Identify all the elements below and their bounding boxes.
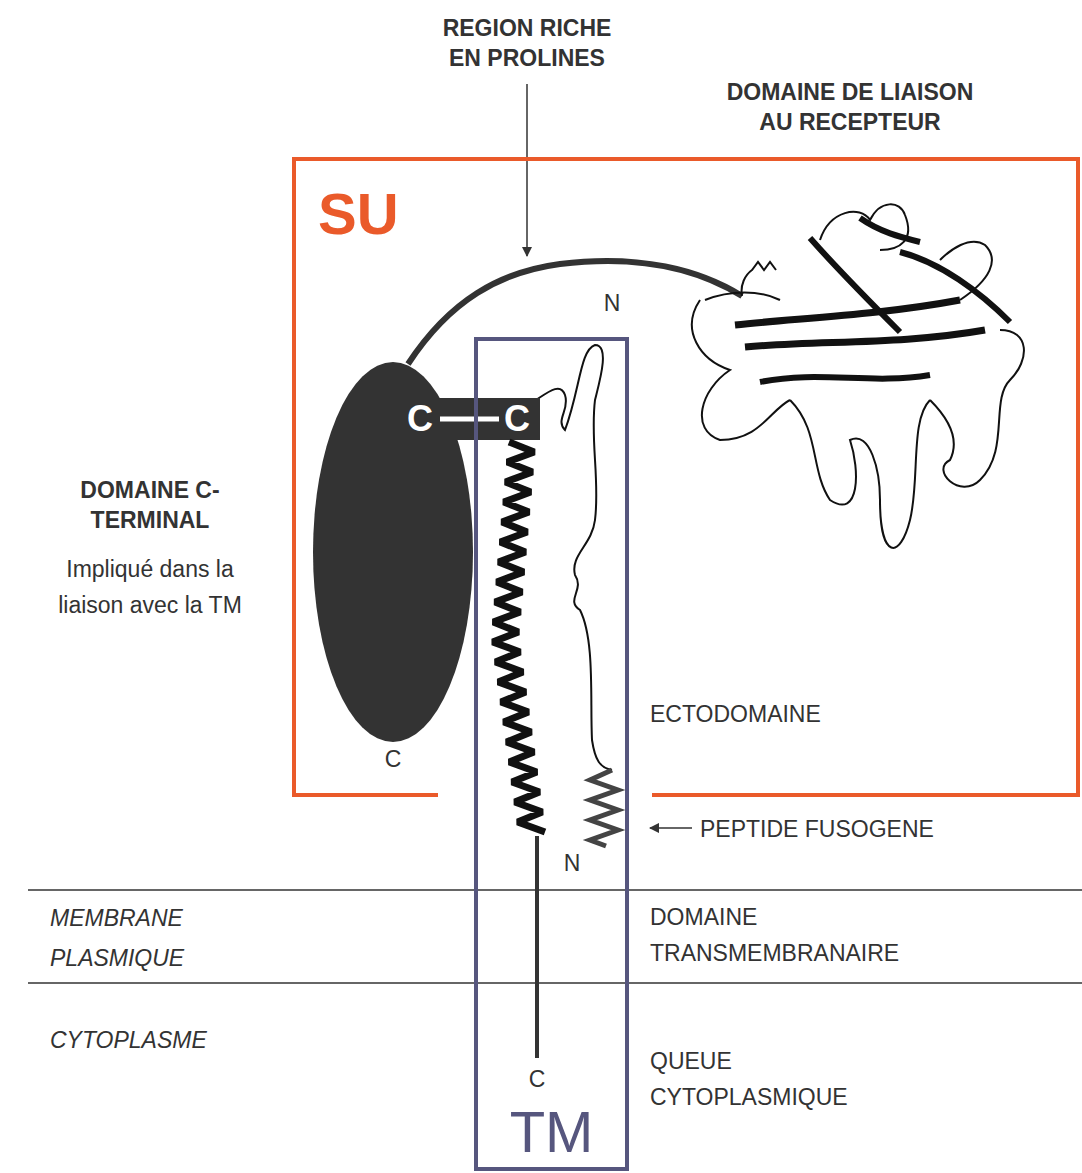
- fusion-peptide: [590, 770, 618, 846]
- callout-label: REGION RICHE EN PROLINES: [435, 14, 620, 74]
- beta-strand: [900, 252, 1010, 322]
- ribbon-loop: [705, 293, 780, 301]
- disulfide-bond: [400, 398, 540, 440]
- terminus-label: N: [604, 286, 621, 322]
- alpha-helix: [493, 442, 545, 832]
- cysteine-label: C: [407, 398, 433, 439]
- beta-strand: [745, 330, 985, 347]
- ribbon-loop: [742, 262, 776, 296]
- terminus-label: C: [529, 1062, 546, 1098]
- disulfide-link: [440, 417, 499, 422]
- region-label: DOMAINE TRANSMEMBRANAIRE: [650, 900, 950, 971]
- domain-note: Impliqué dans la liaison avec la TM: [43, 552, 258, 623]
- ribbon-loop: [790, 400, 930, 548]
- beta-strand: [860, 218, 920, 242]
- leader-arrow: [526, 84, 528, 256]
- c-tick: [391, 728, 395, 740]
- region-label: ECTODOMAINE: [650, 697, 821, 733]
- membrane-line: [28, 889, 1082, 891]
- compartment-label: MEMBRANE PLASMIQUE: [50, 898, 220, 979]
- su-border: [292, 793, 438, 797]
- membrane-line: [28, 982, 1082, 984]
- terminus-label: C: [385, 742, 402, 778]
- callout-label: PEPTIDE FUSOGENE: [700, 812, 934, 848]
- tm-tail: [535, 836, 539, 1058]
- proline-linker: [408, 261, 742, 364]
- domain-title: DOMAINE C-TERMINAL: [58, 476, 243, 536]
- cysteine-label: C: [504, 398, 530, 439]
- su-border: [652, 793, 1080, 797]
- box-label: TM: [510, 1103, 594, 1161]
- beta-strand: [760, 375, 930, 382]
- receptor-domain: [692, 204, 1024, 548]
- beta-strand: [735, 300, 960, 325]
- leader-arrow: [650, 827, 692, 829]
- tm-box: TM: [474, 337, 629, 1171]
- tm-loop: [528, 345, 612, 770]
- beta-strand: [810, 238, 900, 332]
- box-label: SU: [318, 185, 399, 243]
- terminus-label: N: [564, 846, 581, 882]
- c-tick: [391, 706, 395, 728]
- region-label: QUEUE CYTOPLASMIQUE: [650, 1044, 870, 1115]
- callout-label: DOMAINE DE LIAISON AU RECEPTEUR: [718, 78, 983, 138]
- su-box: SU: [292, 157, 1080, 795]
- ribbon-loop: [930, 330, 1024, 487]
- compartment-label: CYTOPLASME: [50, 1020, 207, 1060]
- helix-group: [493, 442, 545, 832]
- ribbon-loop: [820, 204, 908, 250]
